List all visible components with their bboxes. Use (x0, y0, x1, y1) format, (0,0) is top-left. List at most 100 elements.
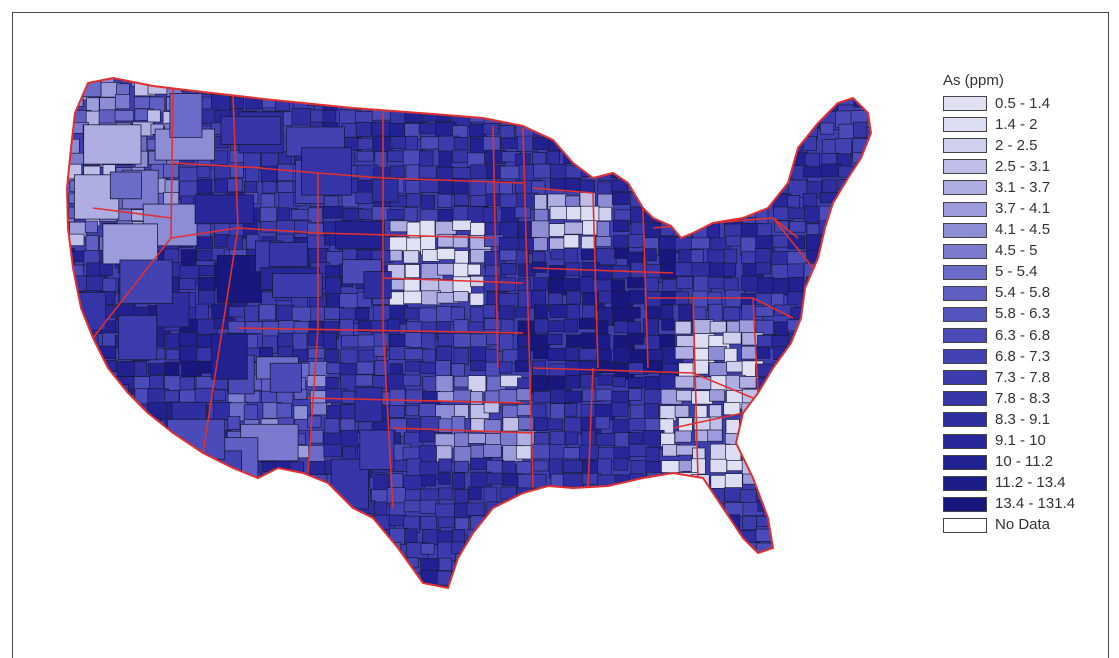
county-cell (277, 346, 294, 358)
county-cell (438, 458, 452, 473)
county-cell (580, 572, 597, 586)
county-cell (133, 586, 154, 588)
county-cell (853, 264, 871, 276)
county-cell (629, 528, 651, 544)
county-cell (146, 402, 169, 421)
county-cell (501, 572, 522, 588)
county-cell (902, 543, 903, 559)
county-cell (870, 219, 871, 237)
county-cell (884, 374, 899, 391)
county-cell (691, 531, 713, 543)
county-cell (852, 614, 865, 628)
county-cell (835, 556, 856, 574)
legend-item: 10 - 11.2 (943, 452, 1113, 473)
county-cell (102, 543, 123, 555)
legend-swatch (943, 349, 987, 365)
county-cell (691, 81, 711, 94)
legend-swatch (943, 475, 987, 491)
county-cell (307, 207, 324, 223)
county-cell (341, 584, 359, 588)
county-cell (180, 541, 193, 557)
county-cell (373, 616, 387, 628)
county-cell (69, 461, 90, 475)
county-cell (466, 502, 485, 516)
county-cell (68, 333, 83, 350)
county-cell (674, 320, 692, 335)
county-cell (277, 598, 294, 612)
county-cell (389, 249, 403, 262)
county-cell (853, 486, 868, 506)
county-cell (819, 459, 836, 477)
county-cell (418, 123, 436, 135)
county-cell (67, 333, 77, 346)
county-cell (804, 417, 823, 430)
county-cell (131, 488, 151, 505)
county-cell (469, 79, 484, 95)
county-cell (534, 194, 548, 211)
county-cell (723, 585, 739, 588)
county-cell (109, 171, 142, 200)
county-cell (229, 545, 251, 559)
county-cell (162, 514, 176, 527)
county-cell (902, 248, 903, 263)
county-cell (581, 97, 604, 109)
county-cell (579, 149, 600, 163)
county-cell (562, 544, 585, 557)
legend-label: 3.7 - 4.1 (995, 200, 1051, 218)
county-cell (262, 542, 278, 554)
county-cell (675, 93, 691, 111)
county-cell (630, 584, 649, 588)
county-cell (678, 573, 699, 588)
legend-item: 3.1 - 3.7 (943, 177, 1113, 198)
county-cell (852, 387, 870, 405)
county-cell (902, 237, 903, 254)
county-cell (272, 272, 323, 298)
county-cell (884, 405, 904, 423)
legend-item: 6.8 - 7.3 (943, 346, 1113, 367)
county-cell (580, 500, 599, 519)
county-cell (659, 542, 676, 560)
county-cell (853, 82, 871, 100)
state-border (532, 367, 754, 399)
county-cell (67, 444, 68, 458)
county-cell (292, 349, 308, 362)
county-cell (644, 572, 660, 584)
county-cell (164, 446, 180, 466)
county-cell (388, 573, 411, 588)
county-cell (356, 79, 379, 92)
county-cell (658, 78, 681, 85)
county-cell (451, 363, 465, 377)
county-cell (900, 599, 903, 614)
county-cell (692, 616, 709, 628)
county-cell (498, 361, 513, 374)
county-cell (373, 474, 389, 493)
county-cell (887, 152, 903, 162)
county-cell (405, 405, 420, 417)
county-cell (149, 558, 172, 572)
county-cell (819, 572, 837, 588)
county-cell (724, 194, 745, 213)
county-cell (466, 587, 484, 588)
county-cell (900, 419, 903, 429)
county-cell (261, 584, 282, 588)
county-cell (901, 167, 903, 180)
county-cell (114, 109, 134, 122)
county-cell (788, 388, 810, 406)
county-cell (757, 601, 777, 611)
county-cell (867, 402, 871, 417)
county-cell (678, 489, 702, 501)
county-cell (804, 348, 823, 361)
county-cell (340, 429, 359, 450)
county-cell (437, 193, 453, 208)
county-cell (757, 557, 778, 572)
county-cell (324, 529, 345, 545)
county-cell (837, 600, 853, 613)
county-cell (436, 584, 457, 588)
county-cell (676, 614, 694, 629)
county-cell (582, 136, 600, 153)
county-cell (547, 418, 563, 431)
county-cell (644, 529, 663, 545)
county-cell (709, 109, 725, 128)
county-cell (886, 307, 901, 326)
county-cell (740, 138, 763, 157)
